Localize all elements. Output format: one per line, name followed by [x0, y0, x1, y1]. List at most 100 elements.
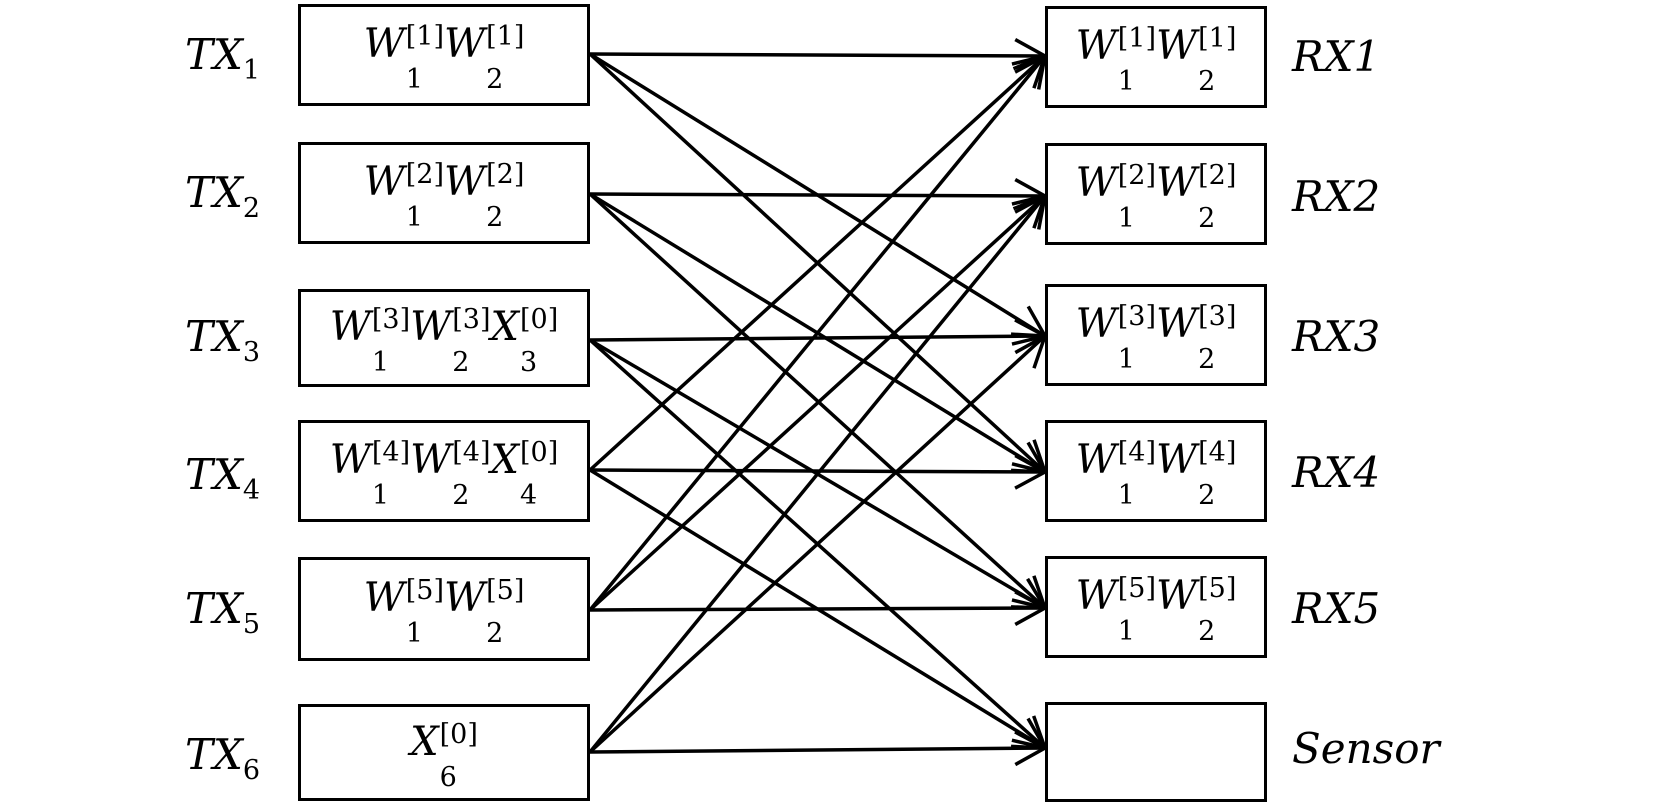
term-superscript: [1] [1117, 23, 1156, 54]
tx-label-subscript: 4 [242, 475, 261, 506]
term-subscript: 3 [519, 347, 538, 378]
term-base: X [490, 437, 519, 483]
tx-label-subscript: 2 [242, 193, 261, 224]
edge-tx6-rx6 [589, 730, 1049, 767]
edge-line [589, 52, 1046, 58]
term-superscript: [4] [371, 437, 411, 468]
term-base: W [1075, 160, 1117, 206]
rx-label-6: Sensor [1292, 724, 1440, 773]
math-term: W[1] 2 [1156, 23, 1237, 95]
term-subscript: 2 [1198, 66, 1216, 97]
tx-label-text: TX [185, 730, 243, 779]
term-scripts: [4]1 [372, 439, 410, 509]
term-base: W [1075, 437, 1117, 483]
rx-label-2: RX2 [1292, 172, 1381, 221]
term-subscript: 1 [405, 202, 423, 233]
term-base: W [444, 159, 486, 205]
term-base: X [490, 304, 519, 350]
tx-label-subscript: 5 [242, 609, 261, 640]
math-term: W[1]2 [444, 21, 525, 93]
math-term: W[4]1 [1075, 437, 1156, 509]
term-subscript: 2 [452, 347, 470, 378]
term-subscript: 1 [1117, 66, 1135, 97]
tx-box-6: X[0]6 [298, 704, 590, 801]
math-term: W[5]1 [364, 575, 444, 647]
term-subscript: 1 [371, 480, 390, 511]
term-superscript: [3] [452, 304, 491, 335]
term-subscript: 1 [1117, 480, 1135, 511]
tx-label-subscript: 6 [242, 755, 261, 786]
term-base: W [410, 304, 452, 350]
math-term: X[0]4 [490, 437, 559, 509]
rx-label-1: RX1 [1292, 32, 1381, 81]
edge-line [588, 194, 1047, 612]
math-term: W[2]2 [444, 159, 524, 231]
tx-label-2: TX2 [185, 168, 260, 224]
tx-label-4: TX4 [185, 450, 260, 506]
edge-tx5-rx5 [589, 590, 1049, 626]
edge-tx3-rx3 [589, 318, 1049, 355]
math-term: W[3]2 [1156, 301, 1236, 373]
edge-line [589, 468, 1046, 474]
term-scripts: [2]1 [406, 161, 444, 231]
math-term: X[0]3 [490, 304, 559, 376]
edge-line [589, 192, 1046, 198]
edge-line [588, 54, 1047, 612]
term-superscript: [1] [486, 21, 525, 52]
tx-label-text: TX [185, 30, 243, 79]
term-scripts: [5]2 [486, 577, 524, 647]
term-subscript: 2 [1198, 344, 1216, 375]
edge-line [589, 606, 1046, 612]
term-superscript: [1] [405, 21, 444, 52]
tx-label-text: TX [185, 584, 243, 633]
math-term: W[3]1 [1076, 301, 1156, 373]
math-term: X[0]6 [410, 718, 478, 791]
term-base: W [1075, 573, 1117, 619]
tx-label-1: TX1 [185, 30, 260, 86]
math-term: W[4]2 [1156, 437, 1236, 509]
term-scripts: [0]4 [520, 439, 558, 509]
term-superscript: [0] [519, 304, 559, 335]
term-base: W [329, 304, 371, 350]
term-superscript: [2] [1198, 160, 1237, 191]
term-scripts: [4]2 [452, 439, 490, 509]
math-term: W[4]1 [330, 437, 410, 509]
term-base: W [444, 575, 486, 621]
rx-box-6 [1045, 702, 1267, 802]
term-scripts: [0]6 [440, 721, 478, 791]
term-superscript: [1] [1198, 23, 1237, 54]
term-superscript: [4] [452, 437, 491, 468]
term-superscript: [5] [486, 575, 525, 606]
math-term: W[3]1 [329, 304, 410, 376]
term-scripts: [3]1 [1118, 303, 1156, 373]
term-subscript: 2 [1198, 480, 1216, 511]
edge-tx5-rx1 [588, 53, 1048, 612]
term-scripts: [0]3 [520, 306, 558, 376]
term-subscript: 1 [1117, 616, 1135, 647]
rx-label-5: RX5 [1292, 584, 1381, 633]
term-scripts: [5]2 [1198, 575, 1236, 645]
term-base: W [1156, 23, 1198, 69]
term-scripts: [5]1 [1118, 575, 1156, 645]
term-scripts: [5]1 [406, 577, 444, 647]
math-term: W[4]2 [410, 437, 490, 509]
term-scripts: [3]2 [1198, 303, 1236, 373]
term-base: W [1156, 301, 1198, 347]
math-term: W[1] 1 [1075, 23, 1156, 95]
term-base: W [1075, 23, 1117, 69]
tx-label-subscript: 1 [242, 55, 261, 86]
term-superscript: [2] [405, 159, 444, 190]
edge-line [589, 746, 1046, 754]
term-base: X [410, 718, 439, 765]
edge-tx6-rx2 [588, 193, 1048, 754]
term-superscript: [5] [1117, 573, 1156, 604]
rx-label-3: RX3 [1292, 312, 1381, 361]
term-scripts: [2]1 [1118, 162, 1156, 232]
term-superscript: [5] [405, 575, 444, 606]
